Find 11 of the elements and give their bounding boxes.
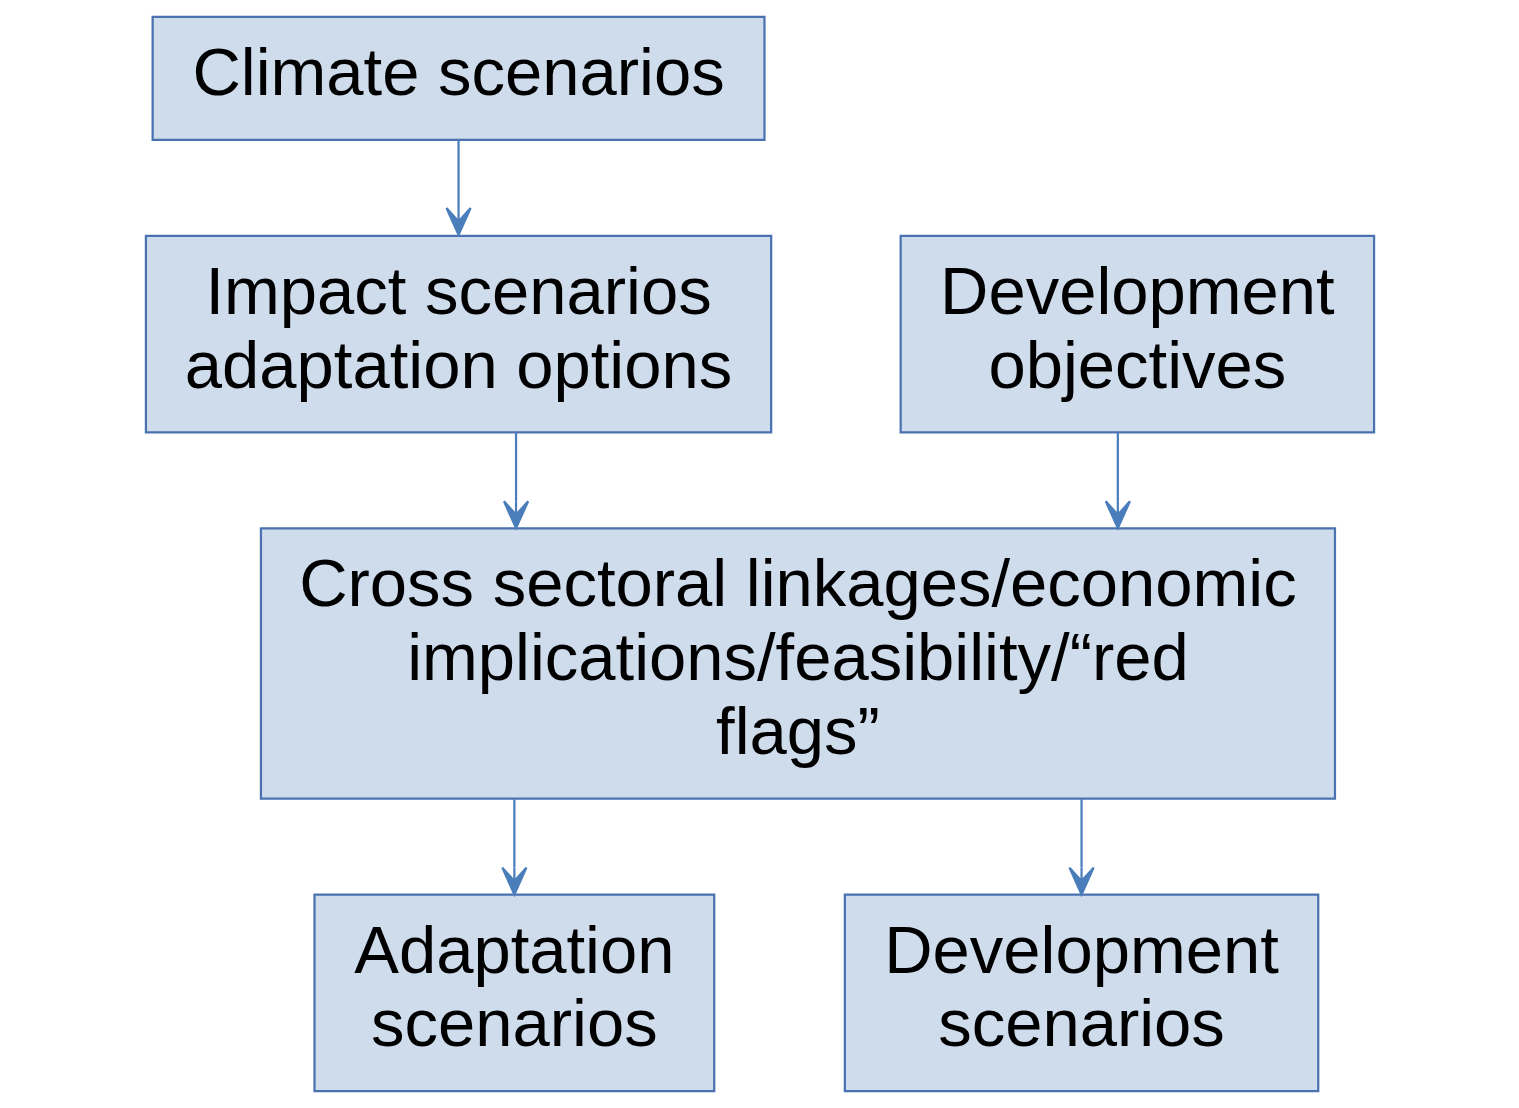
node-box: Impact scenarios adaptation options — [144, 234, 772, 434]
node-box: Cross sectoral linkages/economic implications/feasibility/“red flags” — [259, 527, 1336, 800]
arrow — [1067, 799, 1095, 896]
node-box: Adaptation scenarios — [312, 893, 715, 1093]
node-box: Development objectives — [899, 234, 1375, 434]
arrow — [502, 432, 529, 530]
node-box: Climate scenarios — [151, 15, 766, 141]
node-box: Development scenarios — [843, 893, 1319, 1093]
arrow — [500, 799, 528, 896]
arrow — [444, 140, 472, 236]
arrow — [1104, 432, 1131, 530]
